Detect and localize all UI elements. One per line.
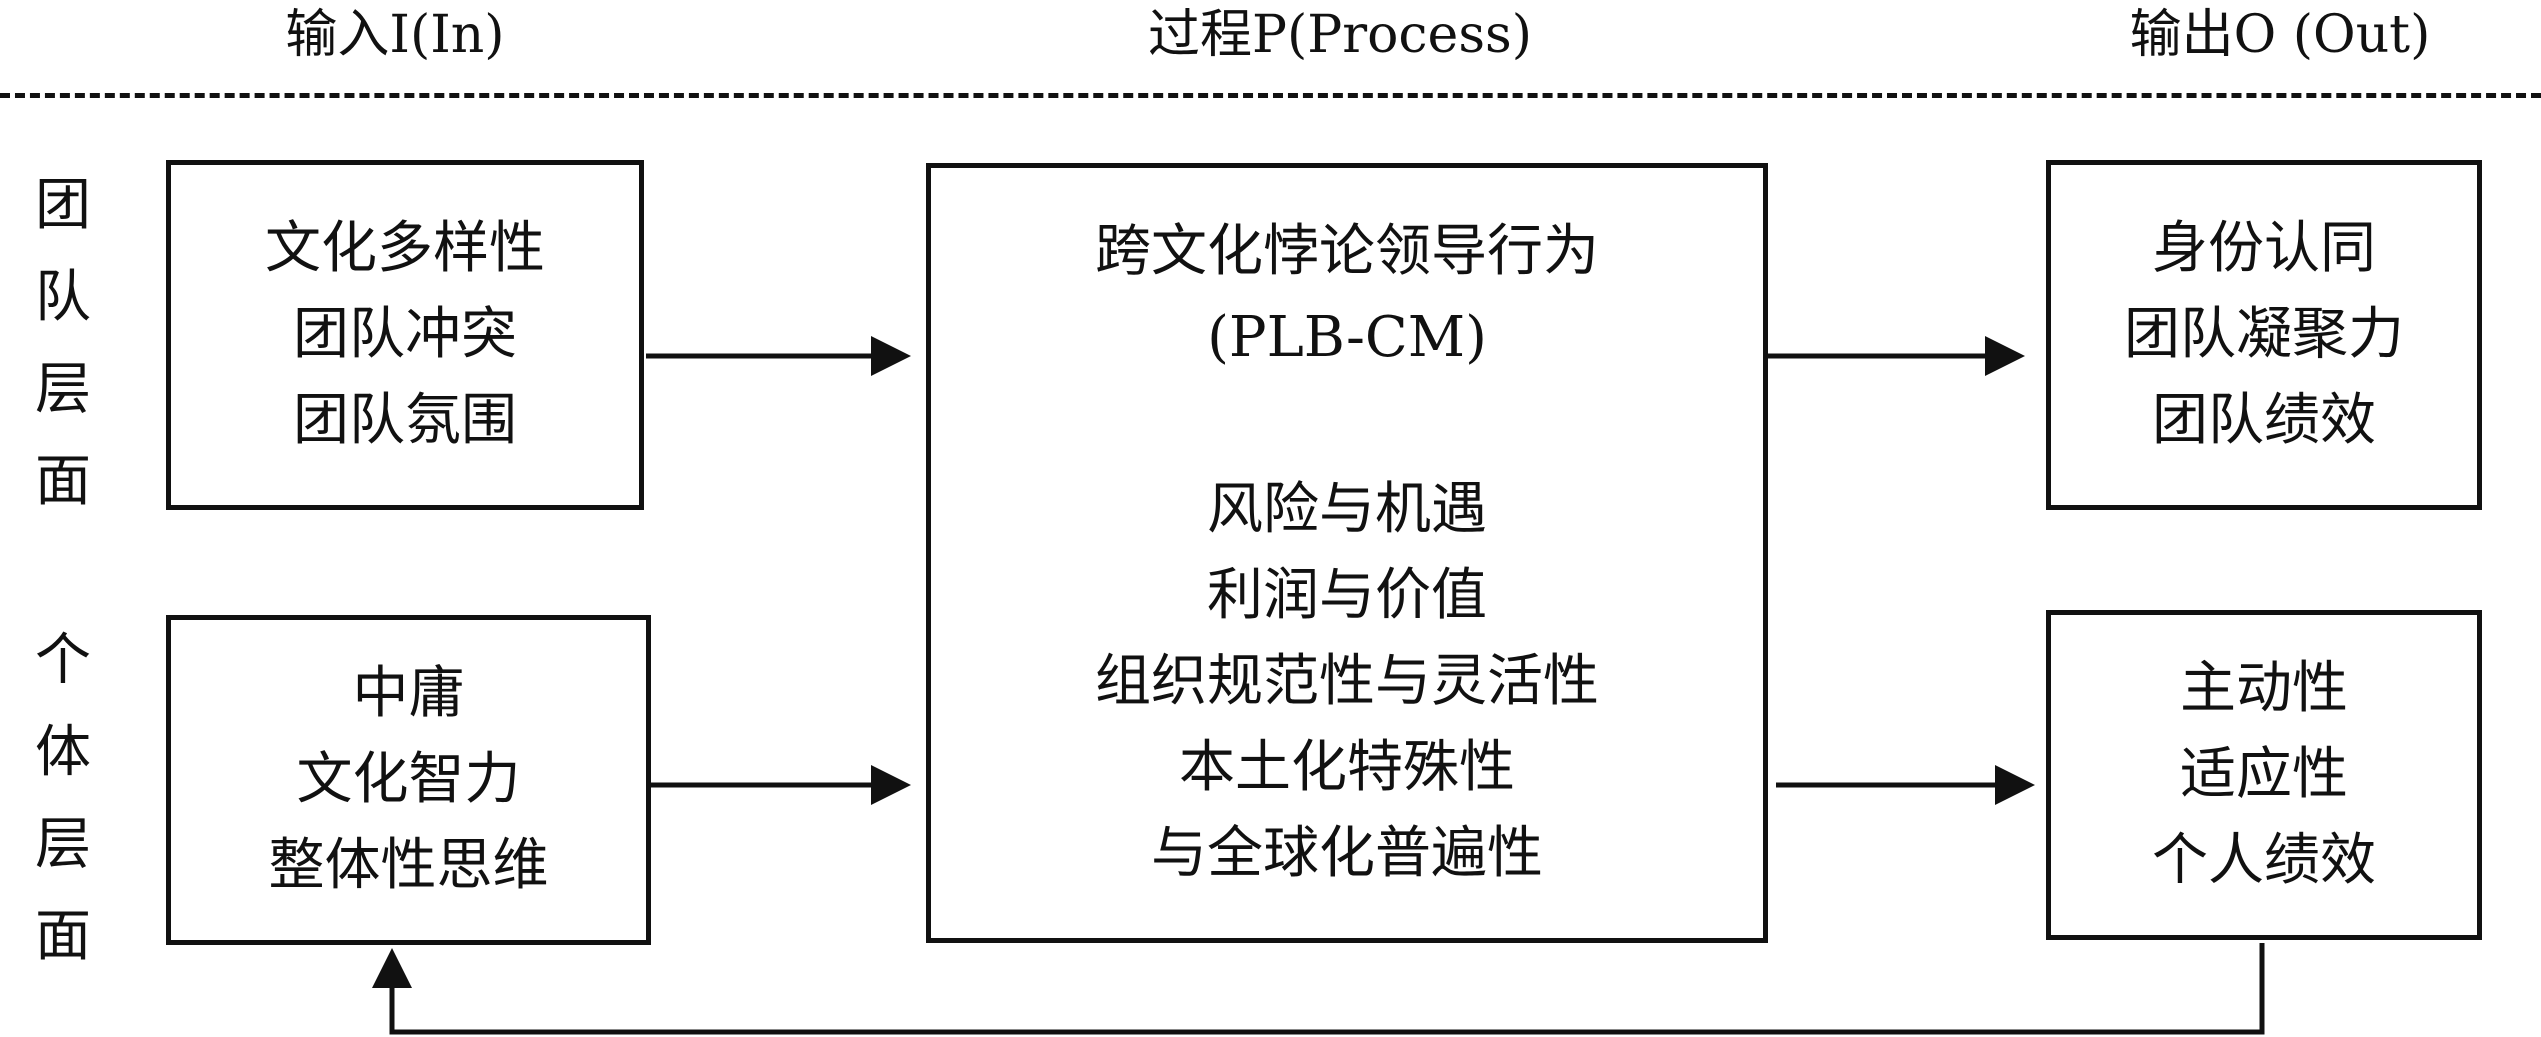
side-label-individual-char: 面 (35, 904, 91, 969)
process-box: 跨文化悖论领导行为 (PLB-CM) 风险与机遇 利润与价值 组织规范性与灵活性… (926, 163, 1768, 943)
individual-output-item: 个人绩效 (2152, 828, 2376, 893)
feedback-loop-arrow (372, 943, 2265, 1035)
process-item: 风险与机遇 (1207, 477, 1487, 542)
individual-output-item: 适应性 (2180, 742, 2348, 807)
side-label-individual-char: 层 (35, 812, 91, 877)
individual-output-box: 主动性 适应性 个人绩效 (2046, 610, 2482, 940)
process-title: 跨文化悖论领导行为 (1095, 219, 1599, 284)
side-label-team-char: 团 (35, 173, 91, 238)
header-divider (0, 93, 2541, 98)
process-abbreviation: (PLB-CM) (1207, 305, 1487, 370)
header-input: 输入I(In) (285, 5, 505, 65)
side-label-team-char: 层 (35, 357, 91, 422)
side-label-individual: 个 体 层 面 (28, 615, 98, 983)
team-output-item: 团队凝聚力 (2124, 302, 2404, 367)
process-item: 与全球化普遍性 (1151, 821, 1543, 886)
side-label-team: 团 队 层 面 (28, 160, 98, 528)
side-label-individual-char: 体 (35, 720, 91, 785)
side-label-team-char: 队 (35, 265, 91, 330)
process-item: 利润与价值 (1207, 563, 1487, 628)
header-output: 输出O (Out) (2129, 5, 2431, 65)
team-output-item: 身份认同 (2152, 216, 2376, 281)
process-item: 组织规范性与灵活性 (1095, 649, 1599, 714)
individual-input-item: 整体性思维 (268, 833, 549, 898)
individual-output-item: 主动性 (2180, 656, 2348, 721)
individual-input-item: 文化智力 (296, 747, 521, 812)
team-input-item: 文化多样性 (265, 216, 545, 281)
header-process: 过程P(Process) (1148, 5, 1532, 65)
individual-input-item: 中庸 (352, 661, 465, 726)
individual-input-box: 中庸 文化智力 整体性思维 (166, 615, 651, 945)
side-label-team-char: 面 (35, 449, 91, 514)
process-item: 本土化特殊性 (1179, 735, 1515, 800)
team-input-box: 文化多样性 团队冲突 团队氛围 (166, 160, 644, 510)
team-input-item: 团队氛围 (293, 388, 517, 453)
team-input-item: 团队冲突 (293, 302, 517, 367)
team-output-box: 身份认同 团队凝聚力 团队绩效 (2046, 160, 2482, 510)
team-output-item: 团队绩效 (2152, 388, 2376, 453)
side-label-individual-char: 个 (35, 628, 91, 693)
